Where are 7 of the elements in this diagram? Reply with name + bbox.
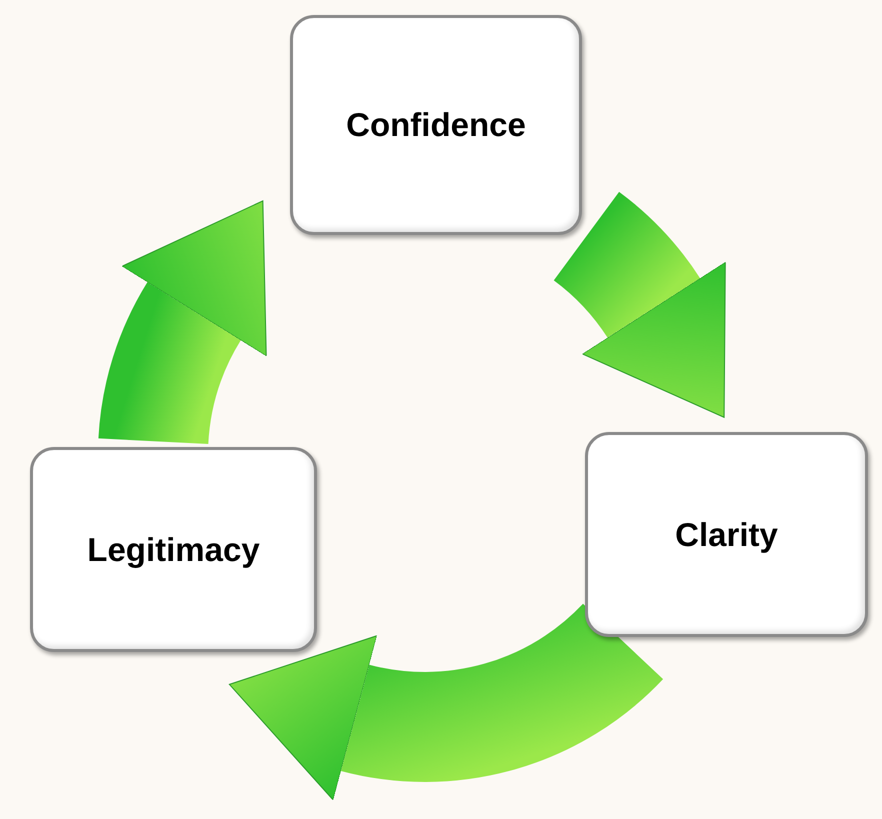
process-box [290, 15, 582, 235]
process-box [30, 447, 317, 652]
node-label: Clarity [675, 516, 778, 554]
node-label: Legitimacy [87, 530, 260, 568]
process-box [585, 432, 868, 637]
cycle-arrow [227, 601, 661, 802]
node-label: Confidence [346, 106, 526, 144]
